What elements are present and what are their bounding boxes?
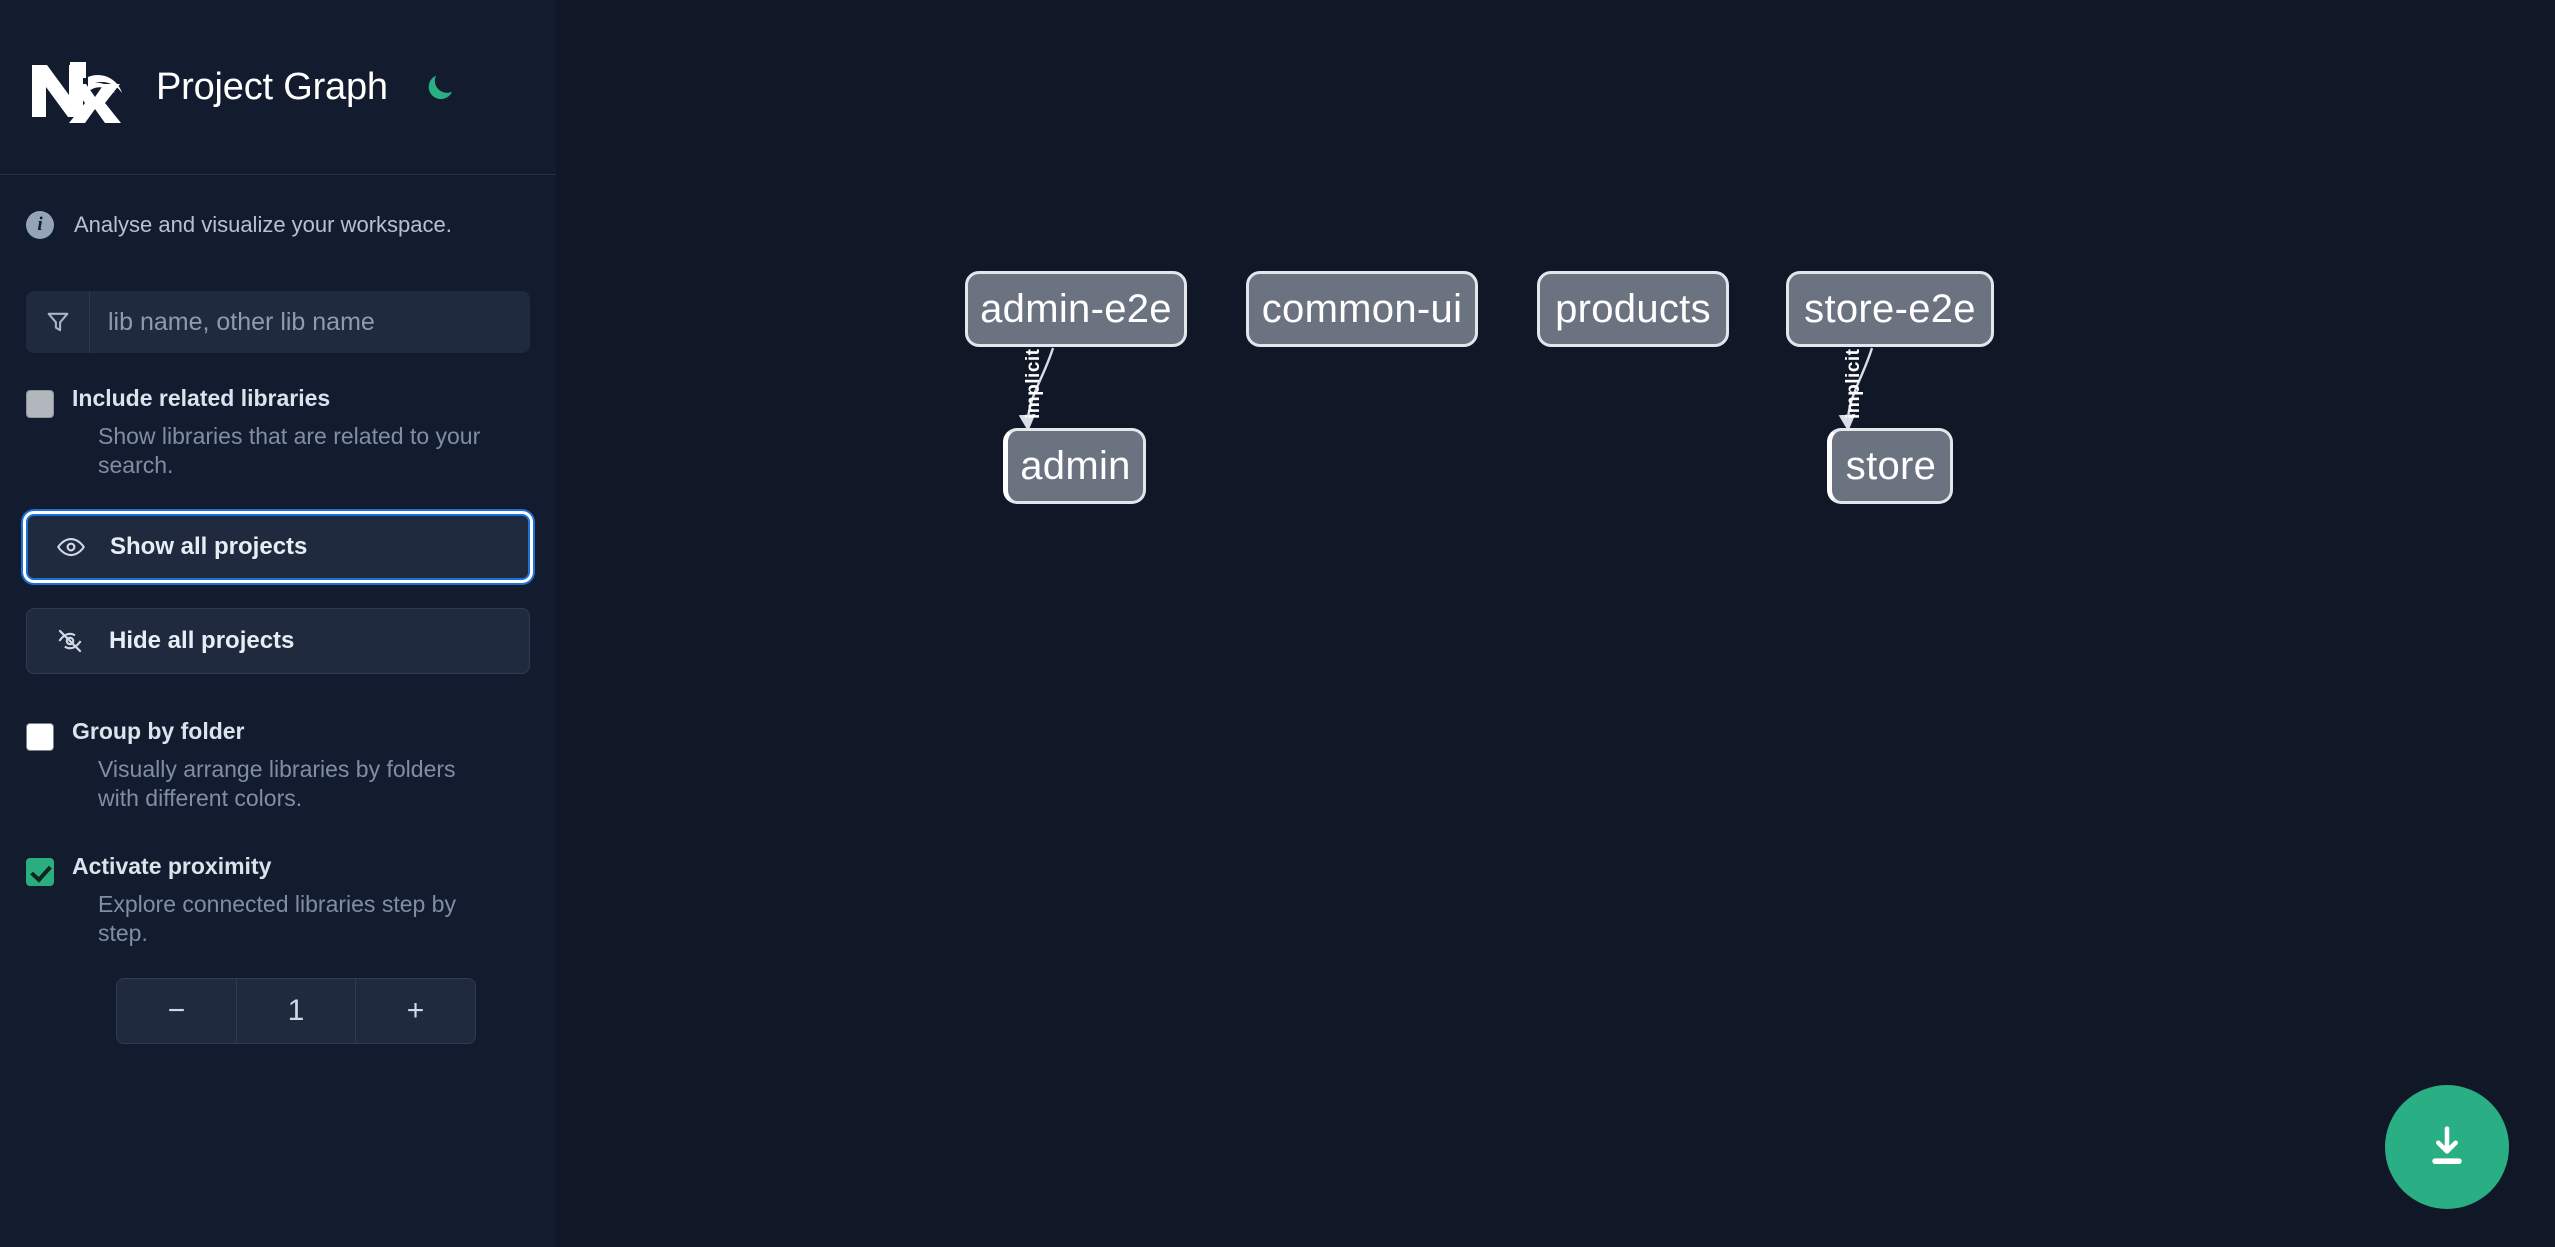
option-group-by-folder[interactable]: Group by folder Visually arrange librari…	[0, 718, 556, 813]
edge-label-admin-e2e-to-admin: implicit	[1023, 348, 1044, 419]
sidebar-header: Project Graph	[0, 0, 556, 175]
graph-node-admin-e2e[interactable]: admin-e2e	[965, 271, 1187, 347]
graph-node-admin[interactable]: admin	[1003, 428, 1146, 504]
edge-admin-e2e-to-admin[interactable]	[1018, 347, 1055, 432]
graph-node-store-e2e[interactable]: store-e2e	[1786, 271, 1994, 347]
option-description: Explore connected libraries step by step…	[98, 890, 456, 946]
edge-store-e2e-to-store[interactable]	[1838, 347, 1874, 432]
proximity-value: 1	[287, 993, 305, 1027]
include-related-libraries-checkbox[interactable]	[26, 390, 54, 418]
info-icon: i	[26, 211, 54, 239]
sidebar: Project Graph i Analyse and visualize yo…	[0, 0, 556, 1247]
workspace-info: i Analyse and visualize your workspace.	[0, 175, 556, 239]
group-by-folder-checkbox[interactable]	[26, 722, 54, 751]
filter-bar[interactable]	[26, 291, 530, 353]
option-label: Include related libraries	[72, 385, 331, 411]
eye-off-icon	[53, 624, 87, 658]
activate-proximity-checkbox[interactable]	[26, 857, 54, 886]
option-label: Group by folder	[72, 717, 245, 744]
proximity-increment-button[interactable]: +	[355, 978, 475, 1043]
graph-node-products[interactable]: products	[1537, 271, 1729, 347]
moon-icon[interactable]	[418, 65, 462, 109]
option-label: Activate proximity	[72, 852, 272, 879]
eye-icon	[54, 530, 88, 564]
nx-logo-icon	[26, 51, 124, 123]
option-description: Visually arrange libraries by folders wi…	[98, 755, 456, 811]
option-description: Show libraries that are related to your …	[98, 423, 481, 478]
workspace-info-text: Analyse and visualize your workspace.	[74, 212, 452, 237]
page-title: Project Graph	[156, 65, 388, 108]
hide-all-projects-label: Hide all projects	[109, 626, 295, 654]
show-all-projects-button[interactable]: Show all projects	[23, 510, 533, 583]
project-graph-canvas[interactable]: admin-e2e common-ui products store-e2e a…	[556, 0, 2555, 1247]
funnel-filter-icon	[26, 291, 90, 353]
graph-node-store[interactable]: store	[1827, 428, 1953, 504]
graph-edges-layer	[1018, 347, 1874, 432]
edge-label-store-e2e-to-store: implicit	[1843, 348, 1864, 419]
option-activate-proximity[interactable]: Activate proximity Explore connected lib…	[0, 853, 556, 948]
option-include-related-libraries[interactable]: Include related libraries Show libraries…	[0, 385, 556, 480]
download-graph-button[interactable]	[2385, 1085, 2509, 1209]
download-icon	[2421, 1120, 2473, 1175]
hide-all-projects-button[interactable]: Hide all projects	[26, 607, 530, 674]
show-all-projects-label: Show all projects	[110, 532, 308, 560]
graph-node-common-ui[interactable]: common-ui	[1246, 271, 1478, 347]
proximity-stepper[interactable]: − 1 +	[116, 977, 476, 1044]
proximity-decrement-button[interactable]: −	[117, 978, 237, 1043]
search-input[interactable]	[90, 291, 530, 353]
